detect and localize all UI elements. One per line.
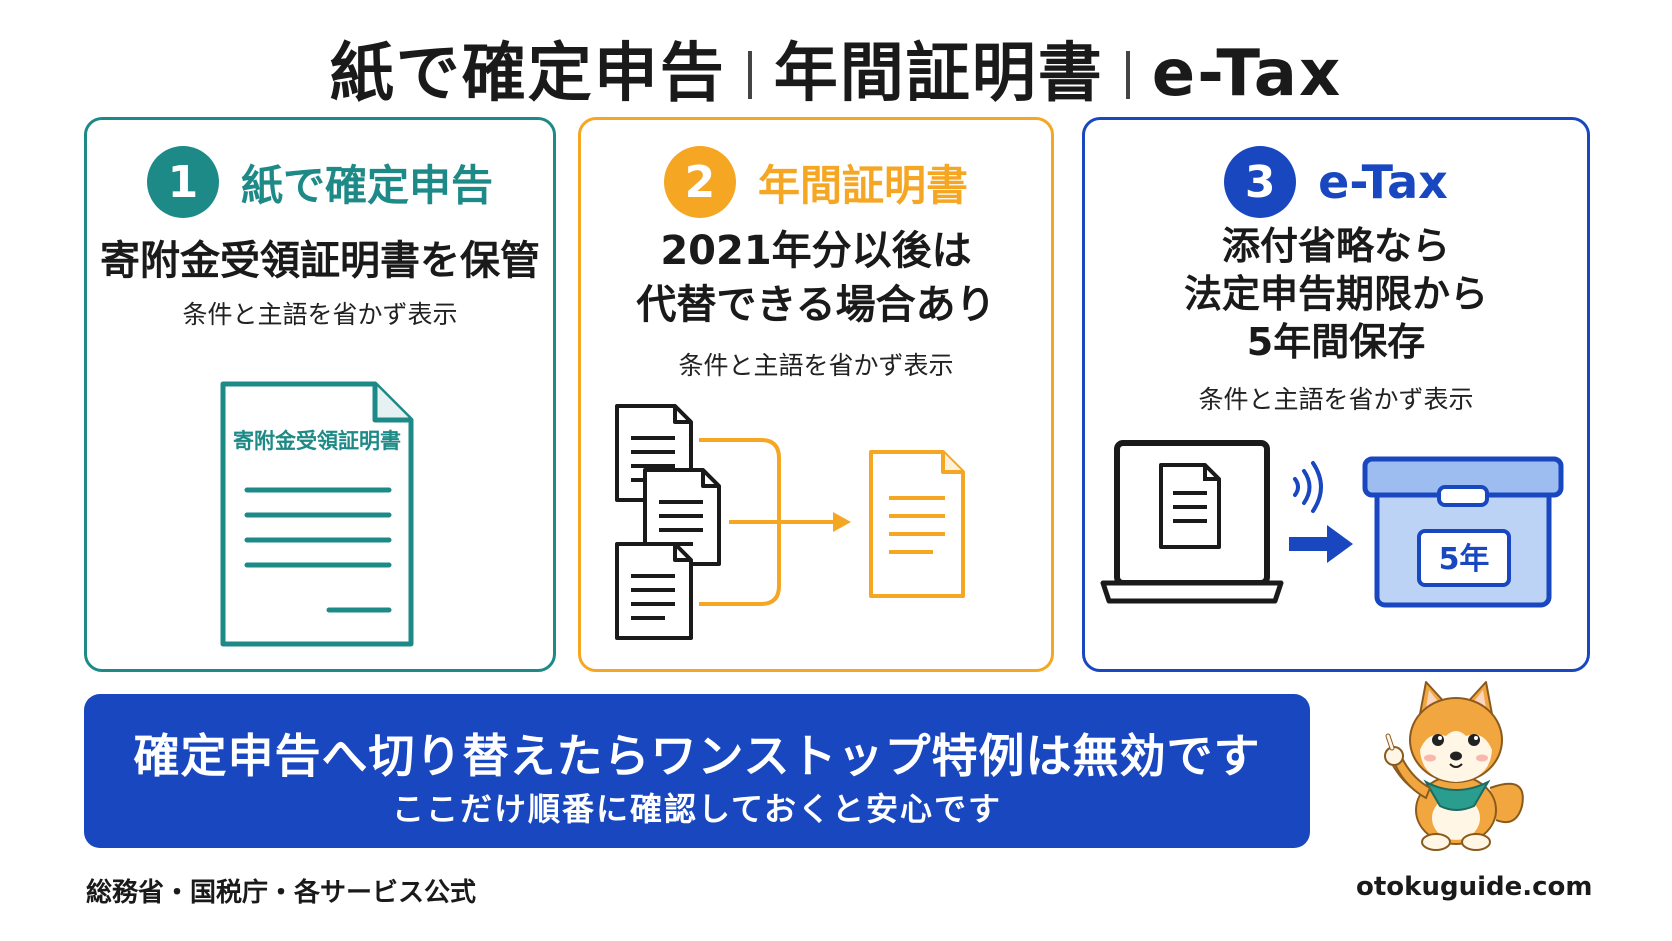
card-etax: 3 e-Tax 添付省略なら 法定申告期限から 5年間保存 条件と主語を省かず表… bbox=[1082, 117, 1590, 672]
banner-main-text: 確定申告へ切り替えたらワンストップ特例は無効です bbox=[133, 729, 1261, 783]
card-main-line: 添付省略なら bbox=[1221, 224, 1450, 268]
title-separator bbox=[747, 51, 752, 99]
card-header: 3 e-Tax bbox=[1085, 146, 1587, 218]
title-part-3: e-Tax bbox=[1151, 37, 1343, 111]
card-main-line: 代替できる場合あり bbox=[636, 282, 996, 328]
certificate-document-icon: 寄附金受領証明書 bbox=[220, 381, 414, 647]
etax-storage-illustration: 5年 bbox=[1100, 440, 1564, 608]
documents-merge-icon bbox=[615, 404, 965, 640]
card-main-text: 添付省略なら 法定申告期限から 5年間保存 bbox=[1085, 222, 1587, 366]
document-icon bbox=[615, 542, 693, 640]
laptop-icon bbox=[1100, 440, 1284, 604]
card-heading: 紙で確定申告 bbox=[240, 160, 493, 210]
card-note: 条件と主語を省かず表示 bbox=[182, 300, 458, 329]
title-separator bbox=[1125, 51, 1130, 99]
arrow-right-icon bbox=[1289, 525, 1353, 563]
step-number-badge: 1 bbox=[146, 146, 219, 218]
card-annual-certificate: 2 年間証明書 2021年分以後は 代替できる場合あり 条件と主語を省かず表示 bbox=[578, 117, 1054, 672]
card-heading: 年間証明書 bbox=[757, 160, 968, 210]
title-part-2: 年間証明書 bbox=[773, 37, 1104, 111]
card-main-line: 寄附金受領証明書を保管 bbox=[100, 238, 540, 284]
card-main-line: 5年間保存 bbox=[1246, 320, 1426, 364]
card-main-text: 2021年分以後は 代替できる場合あり bbox=[581, 224, 1051, 332]
annual-certificate-icon bbox=[869, 450, 965, 598]
site-url: otokuguide.com bbox=[1356, 872, 1593, 902]
banner-sub-text: ここだけ順番に確認しておくと安心です bbox=[391, 790, 1003, 828]
warning-banner: 確定申告へ切り替えたらワンストップ特例は無効です ここだけ順番に確認しておくと安… bbox=[84, 694, 1310, 848]
step-number-badge: 3 bbox=[1224, 146, 1297, 218]
card-header: 2 年間証明書 bbox=[581, 146, 1051, 218]
page-title: 紙で確定申告年間証明書 e-Tax bbox=[0, 22, 1672, 114]
card-header: 1 紙で確定申告 bbox=[87, 146, 553, 218]
card-main-line: 法定申告期限から bbox=[1183, 272, 1488, 316]
source-credit: 総務省・国税庁・各サービス公式 bbox=[86, 878, 477, 908]
card-heading: e-Tax bbox=[1318, 155, 1448, 209]
shiba-dog-mascot-icon bbox=[1384, 681, 1524, 851]
storage-period-label: 5年 bbox=[1439, 542, 1490, 577]
storage-box-icon: 5年 bbox=[1362, 456, 1564, 608]
card-main-line: 2021年分以後は bbox=[660, 228, 972, 274]
card-main-text: 寄附金受領証明書を保管 bbox=[87, 228, 553, 286]
signal-icon bbox=[1293, 461, 1323, 513]
step-number-badge: 2 bbox=[663, 146, 736, 218]
card-paper-filing: 1 紙で確定申告 寄附金受領証明書を保管 条件と主語を省かず表示 寄附金受領証明… bbox=[84, 117, 556, 672]
certificate-title: 寄附金受領証明書 bbox=[233, 429, 401, 453]
title-part-1: 紙で確定申告 bbox=[329, 37, 726, 111]
document-icon bbox=[643, 468, 721, 566]
card-note: 条件と主語を省かず表示 bbox=[1198, 385, 1474, 414]
card-note: 条件と主語を省かず表示 bbox=[678, 351, 954, 380]
